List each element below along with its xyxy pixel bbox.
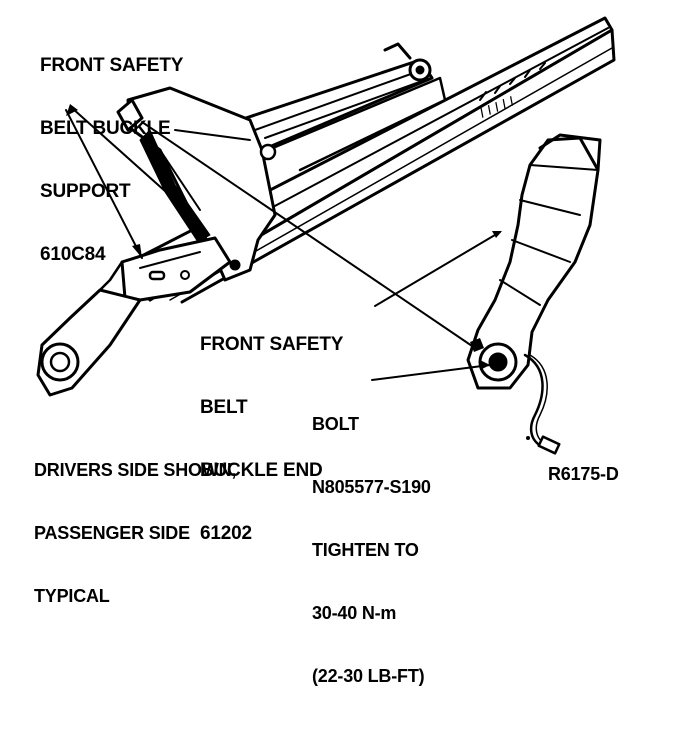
bolt-torque-line: TIGHTEN TO — [312, 540, 419, 560]
buckle-support-line-3: SUPPORT — [40, 181, 131, 202]
side-note-line-3: TYPICAL — [34, 586, 110, 606]
figure-code: R6175-D — [548, 464, 619, 484]
buckle-support-line-1: FRONT SAFETY — [40, 55, 184, 76]
side-note: DRIVERS SIDE SHOWN, PASSENGER SIDE TYPIC… — [34, 418, 236, 649]
bolt-label: BOLT N805577-S190 TIGHTEN TO 30-40 N-m (… — [312, 372, 431, 729]
front-anchor-arm — [36, 236, 232, 397]
bolt-line-1: BOLT — [312, 414, 359, 434]
buckle-end-line-2: BELT — [200, 397, 248, 418]
buckle-end-line-3: BUCKLE END — [200, 460, 323, 481]
seat-track-illustration: I I I I I — [36, 16, 616, 455]
diagram: I I I I I — [34, 13, 619, 686]
side-note-line-1: DRIVERS SIDE SHOWN, — [34, 460, 237, 480]
bolt-torque-metric: 30-40 N-m — [312, 603, 397, 623]
buckle-end-line-1: FRONT SAFETY — [200, 334, 344, 355]
bolt-part-number: N805577-S190 — [312, 477, 431, 497]
buckle-support-bracket — [116, 86, 277, 282]
buckle-support-line-2: BELT BUCKLE — [40, 118, 171, 139]
buckle-support-label: FRONT SAFETY BELT BUCKLE SUPPORT 610C84 — [40, 13, 183, 307]
arrowheads — [66, 104, 502, 370]
leader-lines — [65, 107, 501, 381]
buckle-end-assembly — [466, 133, 602, 455]
buckle-support-part-number: 610C84 — [40, 244, 106, 265]
bolt-torque-imperial: (22-30 LB-FT) — [312, 666, 425, 686]
side-note-line-2: PASSENGER SIDE — [34, 523, 190, 543]
